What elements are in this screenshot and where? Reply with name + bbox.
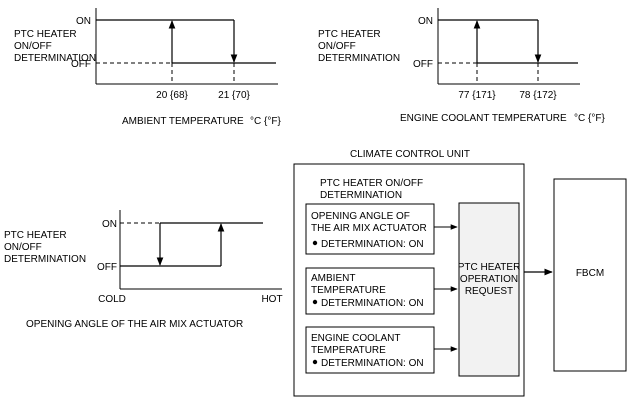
coolant-graph-unit: °C {°F} <box>574 113 605 124</box>
fbcm-module: FBCM <box>553 178 627 372</box>
request-label-line-2: OPERATION <box>460 274 518 285</box>
coolant-graph-off-label: OFF <box>413 59 433 70</box>
climate-control-unit: CLIMATE CONTROL UNIT PTC HEATER ON/OFF D… <box>293 149 525 397</box>
ccu-input-coolant: ENGINE COOLANT TEMPERATURE DETERMINATION… <box>305 326 458 374</box>
request-label-line-3: REQUEST <box>465 286 513 297</box>
bullet-icon <box>312 240 318 246</box>
ambient-graph-on-label: ON <box>76 16 91 27</box>
mix-graph-off-label: OFF <box>97 262 117 273</box>
ambient-graph-tick-off: 21 {70} <box>218 90 250 101</box>
request-label-line-1: PTC HEATER <box>458 262 521 273</box>
mix-graph-x-min: COLD <box>98 294 126 305</box>
ccu-input-air-mix: OPENING ANGLE OF THE AIR MIX ACTUATOR DE… <box>305 203 458 255</box>
bullet-icon <box>312 359 318 365</box>
ccu-title: CLIMATE CONTROL UNIT <box>350 149 470 160</box>
ambient-graph-ylabel-2: ON/OFF <box>14 41 52 52</box>
coolant-graph-ylabel-1: PTC HEATER <box>318 29 381 40</box>
input-box <box>305 267 435 315</box>
ambient-temperature-graph: PTC HEATER ON/OFF DETERMINATION ON OFF 2… <box>14 8 281 127</box>
input-label-line-1: OPENING ANGLE OF <box>311 211 410 222</box>
ambient-graph-off-label: OFF <box>71 59 91 70</box>
input-box <box>305 203 435 255</box>
ccu-input-ambient: AMBIENT TEMPERATURE DETERMINATION: ON <box>305 267 458 315</box>
ambient-graph-ylabel-1: PTC HEATER <box>14 29 77 40</box>
mix-graph-x-max: HOT <box>261 294 282 305</box>
input-determination: DETERMINATION: ON <box>321 358 424 369</box>
mix-graph-xlabel: OPENING ANGLE OF THE AIR MIX ACTUATOR <box>26 319 243 330</box>
ambient-graph-tick-on: 20 {68} <box>156 90 188 101</box>
input-label-line-2: THE AIR MIX ACTUATOR <box>311 223 427 234</box>
air-mix-graph: PTC HEATER ON/OFF DETERMINATION ON OFF C… <box>4 210 283 330</box>
coolant-temperature-graph: PTC HEATER ON/OFF DETERMINATION ON OFF 7… <box>318 8 605 124</box>
mix-graph-on-label: ON <box>102 219 117 230</box>
mix-graph-ylabel-2: ON/OFF <box>4 242 42 253</box>
ambient-graph-xlabel: AMBIENT TEMPERATURE <box>122 116 244 127</box>
mix-graph-ylabel-3: DETERMINATION <box>4 254 86 265</box>
ccu-operation-request: PTC HEATER OPERATION REQUEST <box>458 202 521 377</box>
request-box <box>458 202 520 377</box>
coolant-graph-ylabel-2: ON/OFF <box>318 41 356 52</box>
ccu-section-title-1: PTC HEATER ON/OFF <box>320 178 423 189</box>
input-label-line-1: ENGINE COOLANT <box>311 333 400 344</box>
coolant-graph-tick-off: 78 {172} <box>519 90 557 101</box>
input-determination: DETERMINATION: ON <box>321 298 424 309</box>
coolant-graph-tick-on: 77 {171} <box>458 90 496 101</box>
input-label-line-2: TEMPERATURE <box>311 285 386 296</box>
input-box <box>305 326 435 374</box>
input-label-line-2: TEMPERATURE <box>311 345 386 356</box>
bullet-icon <box>312 299 318 305</box>
fbcm-label: FBCM <box>576 268 604 279</box>
coolant-graph-ylabel-3: DETERMINATION <box>318 53 400 64</box>
input-determination: DETERMINATION: ON <box>321 239 424 250</box>
ccu-section-title-2: DETERMINATION <box>320 190 402 201</box>
coolant-graph-xlabel: ENGINE COOLANT TEMPERATURE <box>400 113 567 124</box>
ambient-graph-ylabel-3: DETERMINATION <box>14 53 96 64</box>
fbcm-box <box>553 178 627 372</box>
mix-graph-ylabel-1: PTC HEATER <box>4 230 67 241</box>
coolant-graph-on-label: ON <box>418 16 433 27</box>
input-label-line-1: AMBIENT <box>311 273 355 284</box>
ambient-graph-unit: °C {°F} <box>250 116 281 127</box>
